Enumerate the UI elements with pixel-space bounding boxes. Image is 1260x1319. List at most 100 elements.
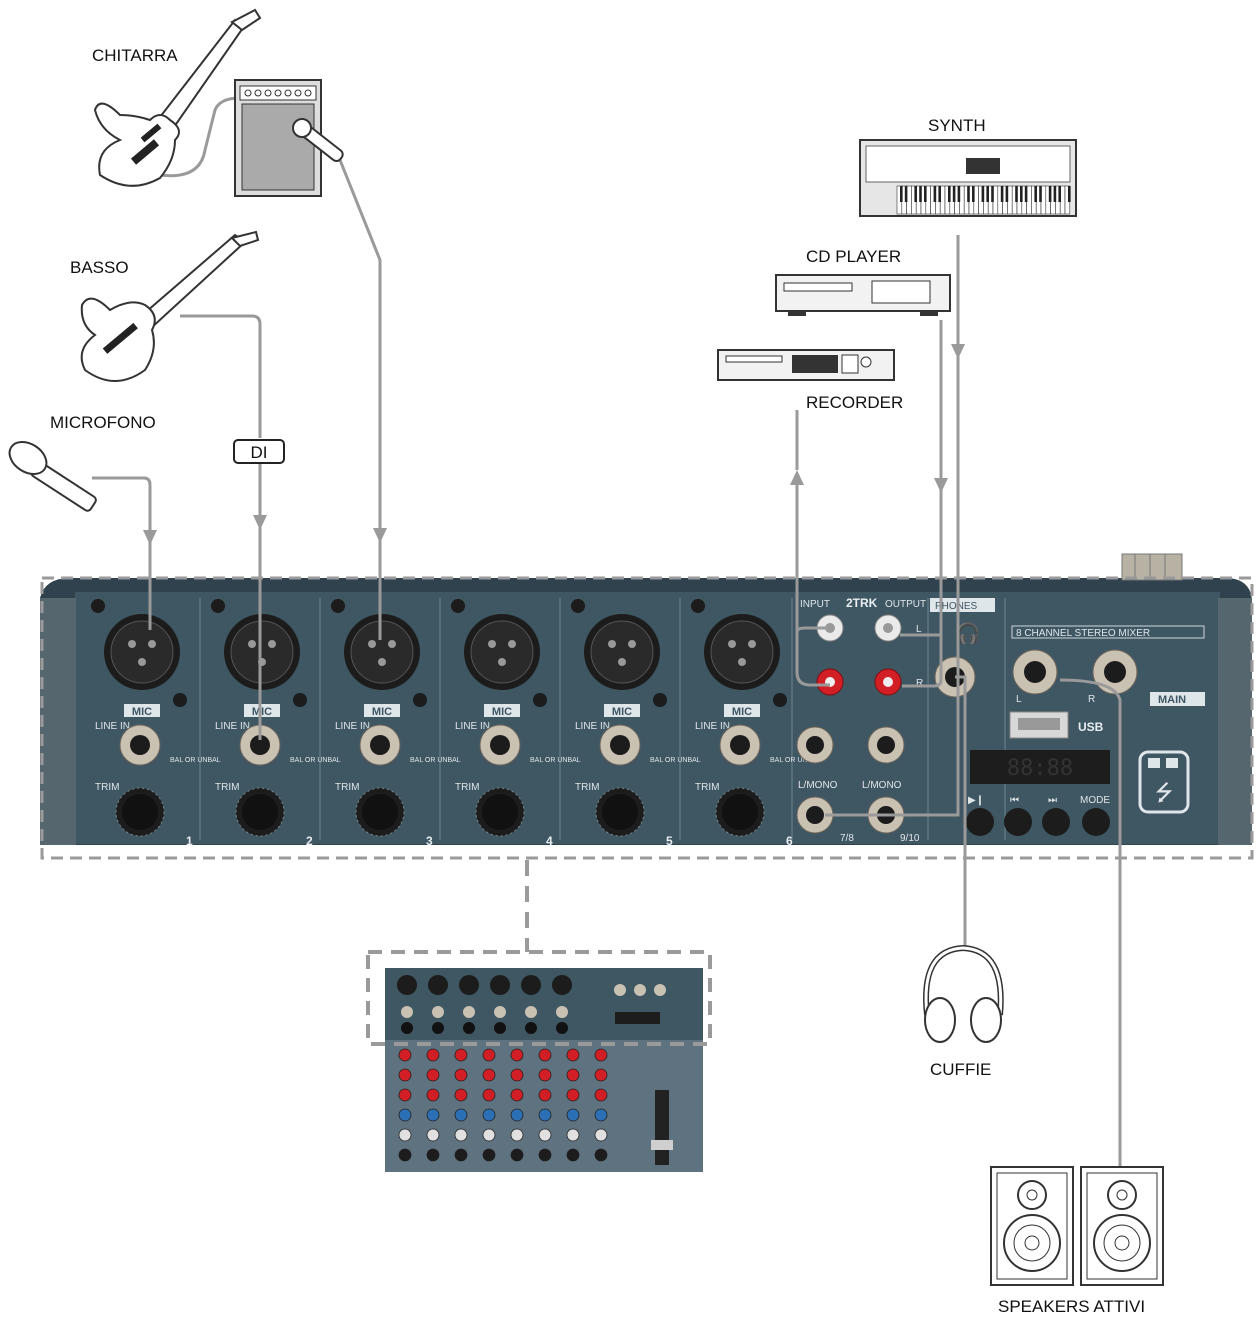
xlr-input[interactable] — [224, 614, 300, 690]
trim-knob[interactable] — [235, 787, 285, 837]
mini-knob — [566, 1128, 580, 1142]
guitar-amp-icon — [234, 79, 344, 197]
cd-player-label: CD PLAYER — [806, 247, 901, 266]
trim-knob[interactable] — [355, 787, 405, 837]
trim-label: TRIM — [215, 782, 239, 793]
synth-keyboard-icon — [859, 139, 1077, 217]
ch-9-10-label: 9/10 — [900, 833, 920, 844]
xlr-input[interactable] — [704, 614, 780, 690]
bal-unbal-label: BAL OR UNBAL — [530, 757, 581, 764]
line-in-jack[interactable] — [239, 724, 281, 766]
line-in-jack[interactable] — [599, 724, 641, 766]
mic-label: MIC — [732, 706, 752, 718]
trim-knob[interactable] — [595, 787, 645, 837]
mini-knob — [510, 1068, 524, 1082]
mini-knob — [482, 1088, 496, 1102]
mic-label: MIC — [372, 706, 392, 718]
cables — [92, 96, 1122, 1175]
mini-knob — [482, 1128, 496, 1142]
di-box — [233, 439, 285, 464]
previous-button[interactable] — [1004, 808, 1032, 836]
main-l-label: L — [1016, 694, 1022, 705]
bal-unbal-label: BAL OR UNBAL — [290, 757, 341, 764]
trim-label: TRIM — [335, 782, 359, 793]
play-pause-icon: ▶❙ — [968, 795, 984, 806]
headphones-small-icon: 🎧 — [956, 621, 981, 645]
bal-unbal-label: BAL OR UNBAL — [650, 757, 701, 764]
mini-knob — [594, 1128, 608, 1142]
bal-unbal-label: BAL OR UNBAL — [170, 757, 221, 764]
line-in-label: LINE IN — [335, 721, 370, 732]
trim-knob[interactable] — [475, 787, 525, 837]
mini-knob — [426, 1068, 440, 1082]
synth-label: SYNTH — [928, 116, 986, 135]
mini-knob — [398, 1068, 412, 1082]
channel-number: 2 — [306, 834, 313, 848]
mixer-overview-image — [385, 968, 703, 1172]
mini-knob — [510, 1088, 524, 1102]
line-in-label: LINE IN — [215, 721, 250, 732]
mini-knob — [398, 1148, 412, 1162]
recorder-label: RECORDER — [806, 393, 903, 412]
mode-button[interactable] — [1082, 808, 1110, 836]
mini-channel — [459, 975, 479, 1034]
mini-knob — [566, 1148, 580, 1162]
next-button[interactable] — [1042, 808, 1070, 836]
cuffie-label: CUFFIE — [930, 1060, 991, 1079]
mini-knob — [454, 1048, 468, 1062]
line-jack-9-10[interactable] — [867, 726, 905, 834]
mini-channel — [397, 975, 417, 1034]
xlr-input[interactable] — [344, 614, 420, 690]
mini-knob — [510, 1108, 524, 1122]
play-pause-button[interactable] — [966, 808, 994, 836]
channel-number: 3 — [426, 834, 433, 848]
line-in-jack[interactable] — [719, 724, 761, 766]
mini-knob — [566, 1088, 580, 1102]
trim-label: TRIM — [695, 782, 719, 793]
mini-knob — [398, 1128, 412, 1142]
microfono-label: MICROFONO — [50, 413, 156, 432]
line-in-label: LINE IN — [455, 721, 490, 732]
mini-knob — [510, 1048, 524, 1062]
usb-logo-icon: ⭍ — [1138, 750, 1190, 814]
mini-knob — [482, 1048, 496, 1062]
usb-label: USB — [1078, 720, 1104, 734]
mini-knob — [566, 1048, 580, 1062]
channel-number: 6 — [786, 834, 793, 848]
mini-knob — [510, 1148, 524, 1162]
mic-label: MIC — [252, 706, 272, 718]
line-in-label: LINE IN — [575, 721, 610, 732]
xlr-input[interactable] — [104, 614, 180, 690]
trim-knob[interactable] — [715, 787, 765, 837]
electric-guitar-icon — [93, 8, 262, 187]
rear-panel-highlight — [40, 576, 1254, 860]
recorder-icon — [717, 349, 895, 381]
line-in-jack[interactable] — [479, 724, 521, 766]
output-label: OUTPUT — [885, 599, 926, 610]
phones-label: PHONES — [935, 601, 978, 612]
di-label: DI — [251, 443, 268, 462]
output-r-label: R — [916, 678, 923, 689]
next-icon: ⏭ — [1048, 795, 1057, 806]
line-jack-7-8[interactable] — [796, 726, 834, 834]
line-in-jack[interactable] — [359, 724, 401, 766]
trim-knob[interactable] — [115, 787, 165, 837]
basso-label: BASSO — [70, 258, 129, 277]
xlr-input[interactable] — [584, 614, 660, 690]
line-in-label: LINE IN — [95, 721, 130, 732]
xlr-input[interactable] — [464, 614, 540, 690]
mic-label: MIC — [132, 706, 152, 718]
mini-knob — [426, 1148, 440, 1162]
line-in-jack[interactable] — [119, 724, 161, 766]
mode-label: MODE — [1080, 795, 1110, 806]
mini-knob — [566, 1108, 580, 1122]
mini-knob — [594, 1148, 608, 1162]
output-l-label: L — [916, 624, 922, 635]
main-r-label: R — [1088, 694, 1095, 705]
mini-knob — [538, 1068, 552, 1082]
mini-knob — [454, 1068, 468, 1082]
